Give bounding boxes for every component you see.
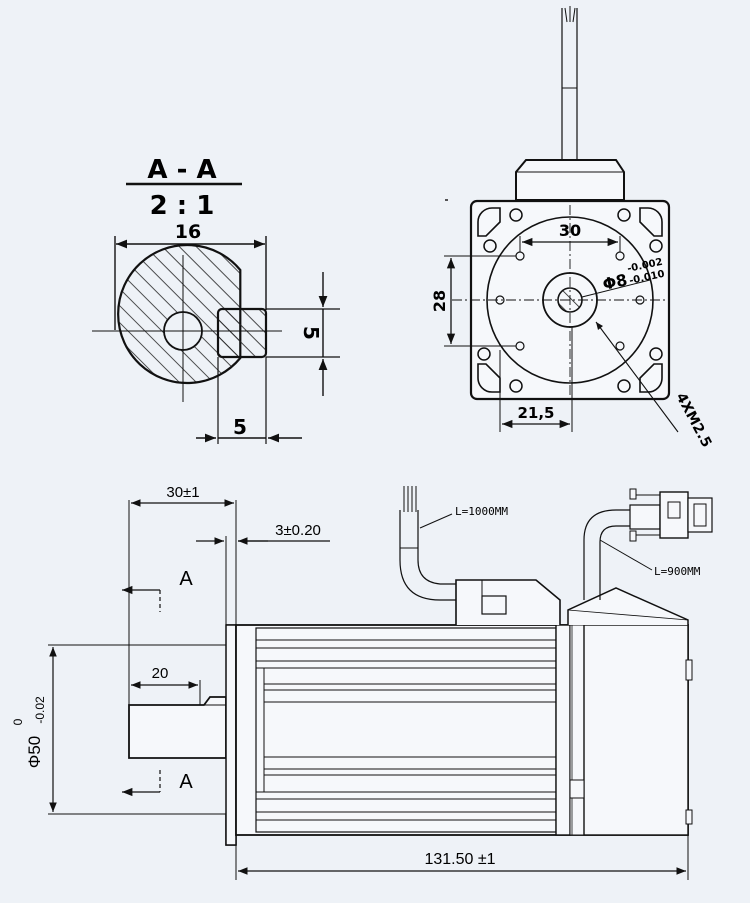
dim-flange-text: 3±0.20 [275, 522, 321, 539]
side-view: 30±1 3±0.20 A A 20 Φ50 0 -0.02 [11, 484, 713, 880]
section-view: A - A 2 : 1 16 5 5 [92, 155, 340, 444]
dim-pilot-tol-lower: -0.02 [33, 696, 47, 724]
section-scale: 2 : 1 [150, 191, 215, 221]
db-body [659, 491, 689, 539]
dim-30-text: 30 [559, 221, 581, 240]
db-connector [629, 488, 713, 542]
dim-key-len-text: 20 [152, 665, 169, 682]
motor-cable-outer [399, 510, 456, 601]
encoder-cap [567, 587, 689, 625]
shaft-side [128, 696, 227, 759]
motor-cable-leader [419, 513, 453, 529]
mount-hole-6 [509, 379, 523, 393]
encoder-cable-inner [599, 525, 630, 600]
flange-plate [225, 624, 237, 846]
dim-pilot-text: Φ50 [25, 736, 44, 768]
section-title: A - A [147, 155, 216, 185]
db-pins [693, 503, 707, 527]
mount-hole-1 [483, 239, 497, 253]
encoder-cable-leader [599, 539, 653, 571]
screw-leader [595, 321, 679, 433]
thread-hole-4 [615, 341, 625, 351]
encoder-notch [569, 779, 585, 799]
dim-key-w-text: 5 [233, 415, 247, 439]
corner-slot-tl [477, 207, 501, 237]
cable-wire-3 [572, 7, 576, 23]
power-connector [455, 579, 561, 625]
body-joint [555, 624, 571, 836]
encoder-cap-edge [567, 609, 689, 621]
mount-hole-8 [649, 347, 663, 361]
cable-wire-1 [564, 7, 568, 23]
db-screw-head-bottom [629, 530, 637, 542]
cut-label-top: A [179, 568, 193, 590]
db-label-plate [667, 501, 681, 519]
dim-pilot-tol-upper: 0 [11, 718, 25, 725]
flange-view: 30 28 21,5 Φ8 -0.002 -0.010 4XM2.5 [430, 6, 714, 450]
key-section [216, 307, 268, 359]
encoder-housing [583, 624, 689, 836]
dim-215-text: 21,5 [517, 404, 554, 422]
mount-hole-2 [509, 208, 523, 222]
dim-total-text: 131.50 ±1 [424, 851, 495, 868]
db-shell [687, 497, 713, 533]
bore-leader [581, 279, 651, 298]
encoder-tab-top [685, 659, 693, 681]
bore-label: Φ8 [601, 270, 629, 294]
cut-label-bottom: A [179, 771, 193, 793]
screw-leader-arrow [596, 322, 603, 330]
dim-key-h-text: 5 [299, 326, 323, 340]
power-connector-latch [481, 595, 507, 615]
motor-cable-inner [417, 510, 456, 585]
corner-slot-br [639, 363, 663, 393]
encoder-cable-label: L=900MM [654, 565, 701, 578]
encoder-tab-bottom [685, 809, 693, 825]
mount-hole-4 [649, 239, 663, 253]
corner-slot-bl [477, 363, 501, 393]
mounting-holes [477, 208, 663, 393]
connector-housing [515, 159, 625, 201]
screw-label: 4XM2.5 [672, 390, 714, 450]
dim-shaft-text: 30±1 [166, 484, 199, 501]
db-screw-head-top [629, 488, 637, 500]
mount-hole-3 [617, 208, 631, 222]
cooling-fins [256, 639, 556, 821]
corner-slots [477, 207, 663, 393]
mount-hole-7 [617, 379, 631, 393]
motor-cable-wires [403, 486, 417, 512]
corner-slot-tr [639, 207, 663, 237]
dim-16-text: 16 [175, 221, 201, 243]
encoder-cable-outer [583, 509, 630, 600]
dim-28-text: 28 [430, 290, 449, 312]
motor-cable-label: L=1000MM [455, 505, 508, 518]
mount-hole-5 [477, 347, 491, 361]
db-backshell [629, 504, 661, 530]
